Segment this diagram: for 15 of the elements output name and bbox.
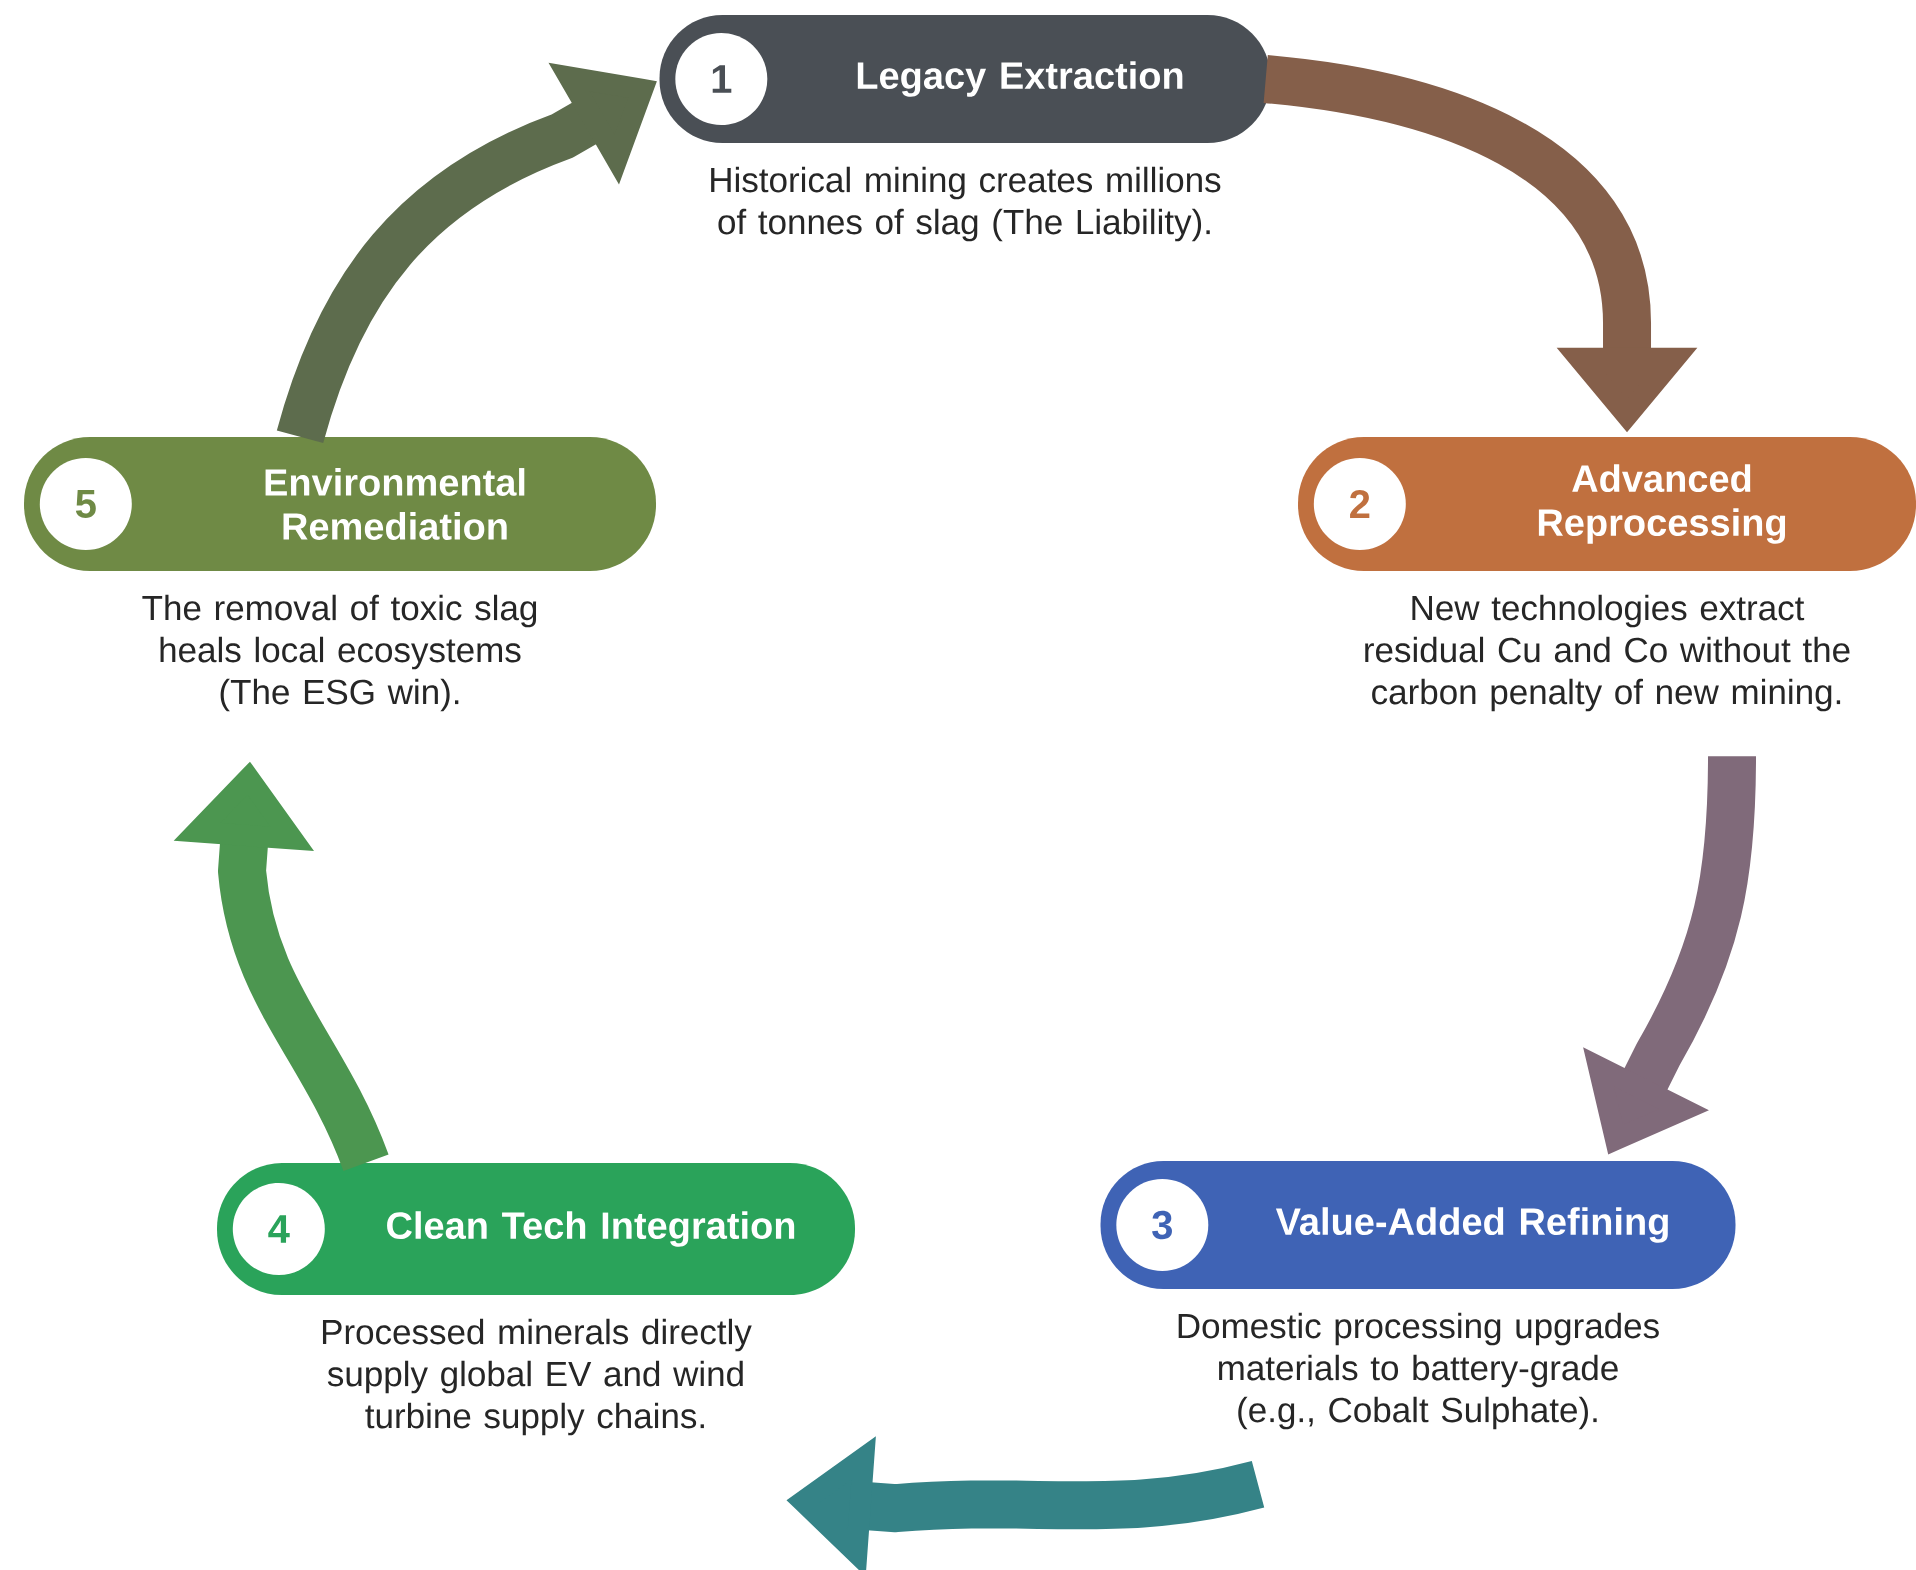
step-number: 3 <box>1116 1179 1209 1271</box>
step-number: 5 <box>39 458 132 550</box>
step-number: 1 <box>675 33 768 125</box>
step-number: 2 <box>1313 458 1406 550</box>
description-text: Historical mining creates millions of tonnes of slag (The Liability). <box>711 166 1221 242</box>
step-title: Advanced Reprocessing <box>1538 464 1786 544</box>
step-title: Value-Added Refining <box>1275 1207 1668 1243</box>
description-text: New technologies extract residual Cu and Co without the carbon penalty of new mining. <box>1365 594 1850 712</box>
step-number: 4 <box>232 1183 325 1275</box>
description-text: Domestic processing upgrades materials to battery-grade (e.g., Cobalt Sulphate). <box>1178 1312 1659 1430</box>
step-title: Clean Tech Integration <box>387 1211 795 1247</box>
description-text: The removal of toxic slag heals local ecosystems (The ESG win). <box>142 594 537 712</box>
step-title: Legacy Extraction <box>857 61 1183 97</box>
step-title: Environmental Remediation <box>265 468 525 540</box>
description-text: Processed minerals directly supply global EV and wind turbine supply chains. <box>322 1318 752 1436</box>
